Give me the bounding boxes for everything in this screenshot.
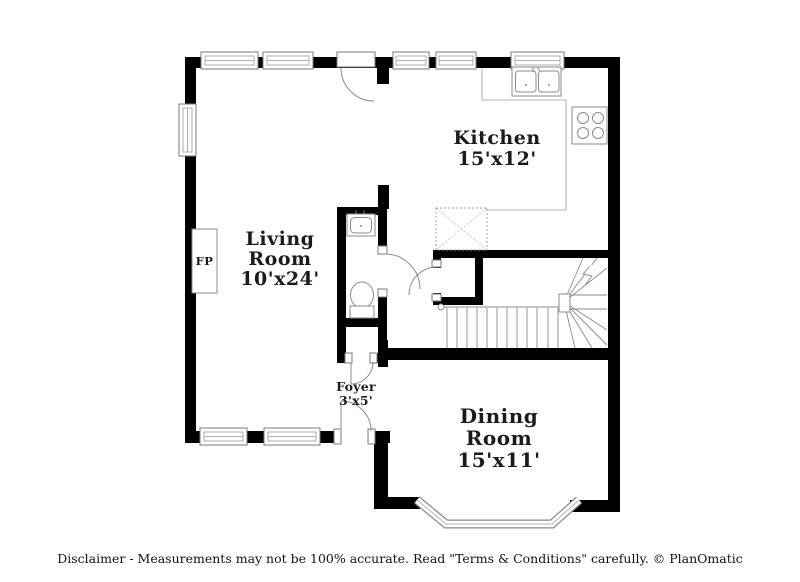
- window: [510, 51, 565, 70]
- window: [199, 427, 248, 446]
- bathroom-vanity: [346, 210, 376, 237]
- foyer-label: Foyer: [336, 379, 376, 394]
- window: [178, 103, 197, 157]
- stair-closet-door: [408, 259, 442, 302]
- window: [263, 427, 321, 446]
- bathroom-door: [377, 245, 421, 298]
- stair-treads: [446, 308, 559, 348]
- stair-break-line: [581, 264, 593, 286]
- window: [392, 51, 430, 70]
- kitchen-label: Kitchen: [453, 127, 540, 149]
- window: [262, 51, 314, 70]
- refrigerator: [435, 207, 488, 251]
- kitchen-counter: [481, 68, 567, 211]
- fireplace: FP: [191, 228, 218, 294]
- stairs: [437, 257, 608, 349]
- coat-closet-door: [344, 352, 378, 385]
- window: [435, 51, 477, 70]
- living-room-label2: Room: [248, 248, 311, 270]
- kitchen-sink: [511, 66, 562, 97]
- dining-room-label2: Room: [466, 426, 532, 450]
- kitchen-size-label: 15'x12': [457, 148, 536, 170]
- window: [200, 51, 259, 70]
- living-room-size-label: 10'x24': [240, 268, 319, 290]
- back-door: [336, 51, 376, 102]
- windows: [178, 51, 565, 446]
- dining-room-label: Dining: [460, 404, 539, 428]
- toilet: [349, 281, 375, 319]
- bathroom-door-swing: [384, 253, 421, 290]
- bay-window: [414, 496, 582, 529]
- stove: [571, 106, 608, 145]
- room-labels: Kitchen 15'x12' Living Room 10'x24' Foye…: [240, 127, 540, 472]
- living-room-label: Living: [246, 228, 315, 250]
- disclaimer-text: Disclaimer - Measurements may not be 100…: [57, 551, 743, 566]
- coat-closet-door-swing: [350, 361, 374, 385]
- dining-room-size-label: 15'x11': [457, 448, 540, 472]
- front-door: [333, 400, 376, 445]
- front-door-swing: [340, 400, 372, 432]
- stair-closet-door-swing: [408, 266, 438, 296]
- back-door-swing: [340, 67, 375, 102]
- fireplace-label: FP: [196, 254, 214, 268]
- foyer-size-label: 3'x5': [339, 393, 373, 408]
- stair-post: [558, 293, 571, 313]
